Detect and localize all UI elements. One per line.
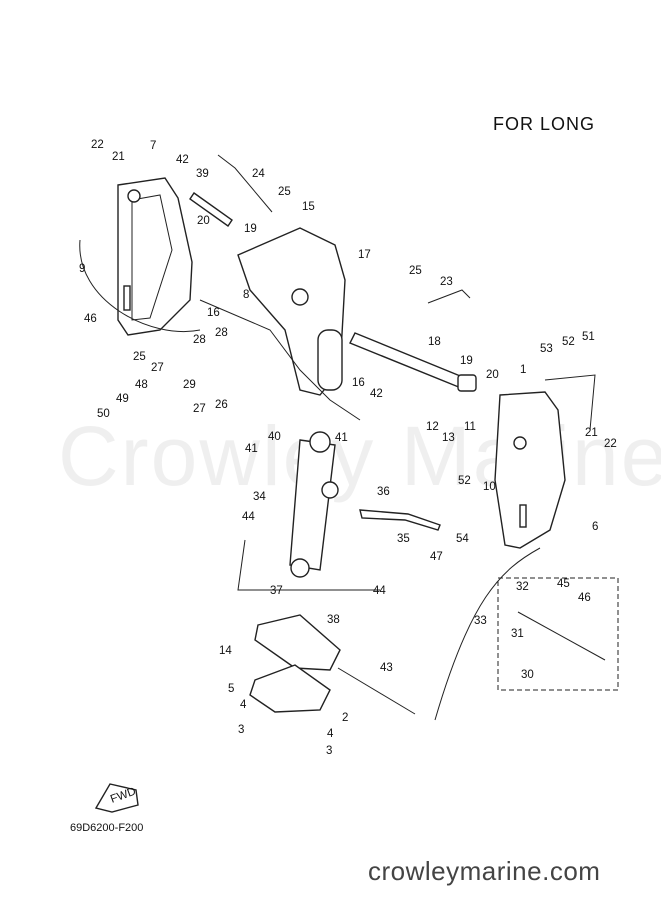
right-clamp-bracket [494,391,566,549]
callout-54: 54 [456,533,469,545]
callout-47: 47 [430,551,443,563]
callout-16b: 16 [352,377,365,389]
callout-52a: 52 [562,336,575,348]
callout-20a: 20 [197,215,210,227]
callout-17: 17 [358,249,371,261]
callout-35: 35 [397,533,410,545]
website-label: crowleymarine.com [368,856,601,886]
callout-25b: 25 [409,265,422,277]
callout-1: 1 [520,364,526,376]
callout-3b: 3 [326,745,332,757]
callout-14: 14 [219,645,232,657]
callout-32: 32 [516,581,529,593]
callout-46b: 46 [578,592,591,604]
callout-43: 43 [380,662,393,674]
callout-29: 29 [183,379,196,391]
callout-16a: 16 [207,307,220,319]
callout-39: 39 [196,168,209,180]
callout-45: 45 [557,578,570,590]
callout-18: 18 [428,336,441,348]
callout-46a: 46 [84,313,97,325]
callout-25c: 25 [133,351,146,363]
callout-38: 38 [327,614,340,626]
callout-9: 9 [79,263,85,275]
callout-34: 34 [253,491,266,503]
callout-44b: 44 [373,585,386,597]
callout-24: 24 [252,168,265,180]
callout-44a: 44 [242,511,255,523]
callout-41b: 41 [335,432,348,444]
callout-31: 31 [511,628,524,640]
callout-22a: 22 [91,139,104,151]
callout-41a: 41 [245,443,258,455]
callout-48: 48 [135,379,148,391]
callout-labels: 1 2 3 3 4 4 5 6 7 8 9 10 11 12 13 14 15 … [79,139,617,757]
callout-42b: 42 [370,388,383,400]
callout-40: 40 [268,431,281,443]
callout-11: 11 [464,421,476,433]
callout-51: 51 [582,331,595,343]
callout-36: 36 [377,486,390,498]
callout-8: 8 [243,289,249,301]
diagram-code: 69D6200-F200 [70,822,144,834]
callout-28a: 28 [193,334,206,346]
callout-33: 33 [474,615,487,627]
leader-lines [79,239,596,721]
callout-27a: 27 [151,362,164,374]
callout-19b: 19 [460,355,473,367]
callout-5: 5 [228,683,234,695]
callout-12: 12 [426,421,439,433]
left-clamp-bracket [117,177,193,336]
swivel-bracket [237,227,346,396]
callout-30: 30 [521,669,534,681]
callout-21b: 21 [585,427,598,439]
callout-20b: 20 [486,369,499,381]
callout-2: 2 [342,712,348,724]
callout-49: 49 [116,393,129,405]
callout-13: 13 [442,432,455,444]
callout-28b: 28 [215,327,228,339]
callout-53: 53 [540,343,553,355]
callout-3a: 3 [238,724,244,736]
callout-6: 6 [592,521,598,533]
callout-23: 23 [440,276,453,288]
tilt-tube [349,332,477,392]
callout-22b: 22 [604,438,617,450]
callout-19a: 19 [244,223,257,235]
callout-26: 26 [215,399,228,411]
callout-4a: 4 [240,699,247,711]
page-title: FOR LONG [493,114,596,134]
callout-27b: 27 [193,403,206,415]
callout-42a: 42 [176,154,189,166]
callout-15: 15 [302,201,315,213]
callout-52b: 52 [458,475,471,487]
callout-4b: 4 [327,728,334,740]
lower-bracket-plate [249,614,341,713]
callout-37: 37 [270,585,283,597]
tilt-cylinder [289,431,339,578]
callout-7: 7 [150,140,156,152]
callout-21a: 21 [112,151,125,163]
fwd-arrow-icon: FWD [94,783,139,813]
callout-50: 50 [97,408,110,420]
callout-10: 10 [483,481,496,493]
callout-25a: 25 [278,186,291,198]
